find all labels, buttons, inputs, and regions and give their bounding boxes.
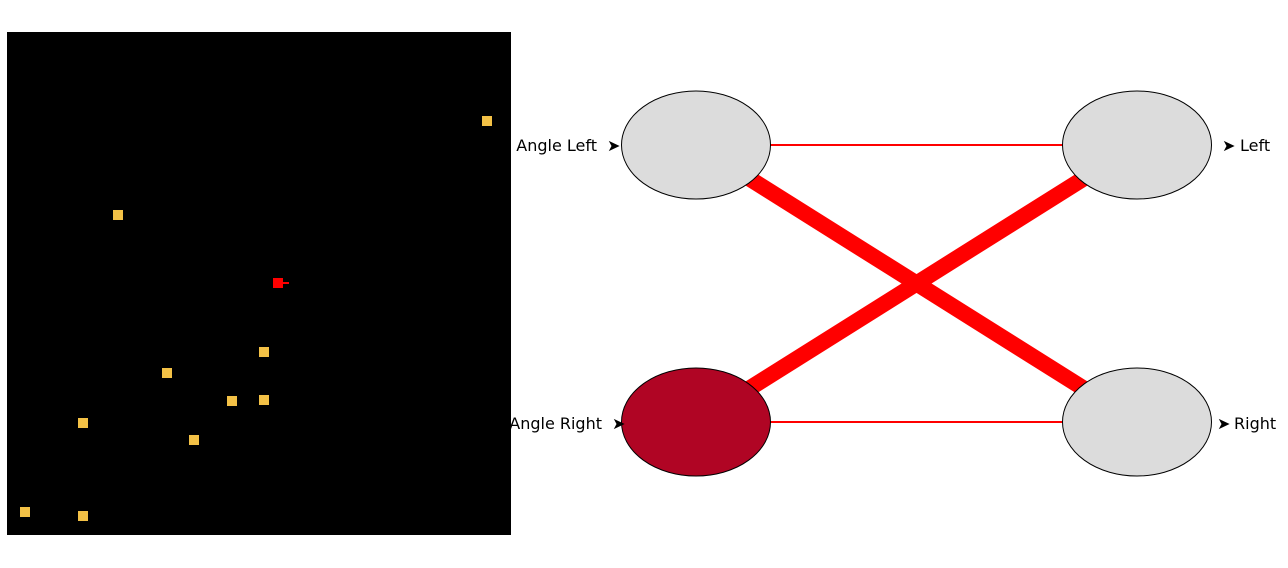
input-label-angle-left: Angle Left — [516, 136, 597, 155]
food-pellet — [78, 418, 88, 428]
output-label-left: Left — [1240, 136, 1270, 155]
food-pellet — [162, 368, 172, 378]
input-arrow-icon: ➤ — [612, 414, 625, 433]
food-pellet — [227, 396, 237, 406]
output-label-right: Right — [1234, 414, 1276, 433]
food-pellet — [259, 395, 269, 405]
food-pellet — [259, 347, 269, 357]
output-neuron-left — [1062, 90, 1212, 200]
agent-body — [273, 278, 283, 288]
food-pellet — [113, 210, 123, 220]
output-neuron-right — [1062, 367, 1212, 477]
food-pellet — [78, 511, 88, 521]
input-neuron-angle-right — [621, 367, 771, 477]
food-pellet — [189, 435, 199, 445]
food-pellet — [20, 507, 30, 517]
output-arrow-icon: ➤ — [1222, 136, 1235, 155]
agent — [273, 278, 289, 288]
simulation-arena — [7, 32, 511, 535]
connection-angle-right-to-left — [691, 138, 1142, 429]
input-neuron-angle-left — [621, 90, 771, 200]
input-label-angle-right: Angle Right — [511, 414, 602, 433]
agent-heading-indicator — [283, 282, 289, 284]
output-arrow-icon: ➤ — [1217, 414, 1230, 433]
food-pellet — [482, 116, 492, 126]
neural-network-diagram: Angle Left ➤ Angle Right ➤ ➤ Left ➤ Righ… — [511, 90, 1276, 477]
input-arrow-icon: ➤ — [607, 136, 620, 155]
